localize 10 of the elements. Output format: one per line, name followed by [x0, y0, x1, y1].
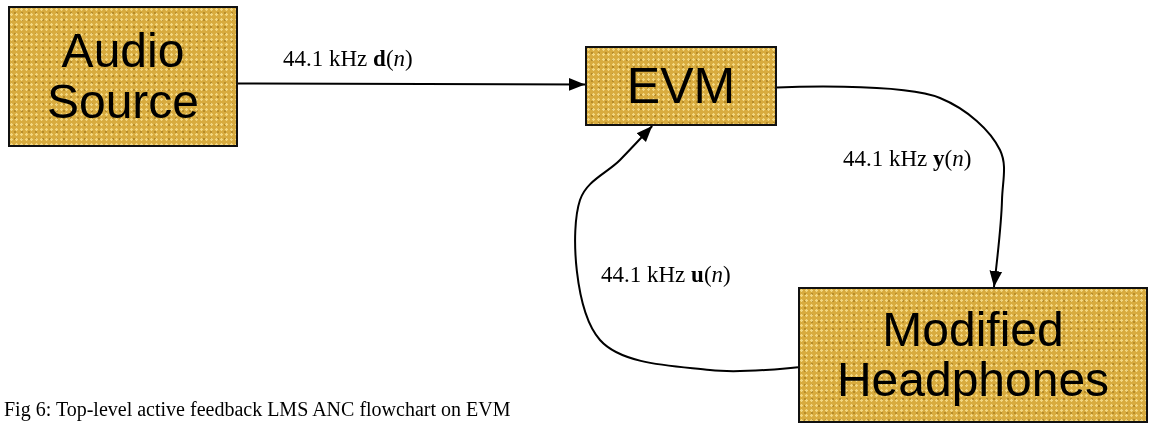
process-box	[798, 287, 1148, 423]
figure-caption: Fig 6: Top-level active feedback LMS ANC flowchart on EVM	[4, 398, 511, 421]
box-label: EVM	[626, 59, 736, 113]
arrow	[776, 85, 1006, 288]
arrow	[574, 125, 799, 373]
process-box	[8, 6, 238, 147]
box-label: Audio Source	[45, 26, 201, 127]
arrow	[237, 77, 586, 91]
process-box	[585, 46, 777, 126]
box-label: Modified Headphones	[835, 304, 1111, 406]
